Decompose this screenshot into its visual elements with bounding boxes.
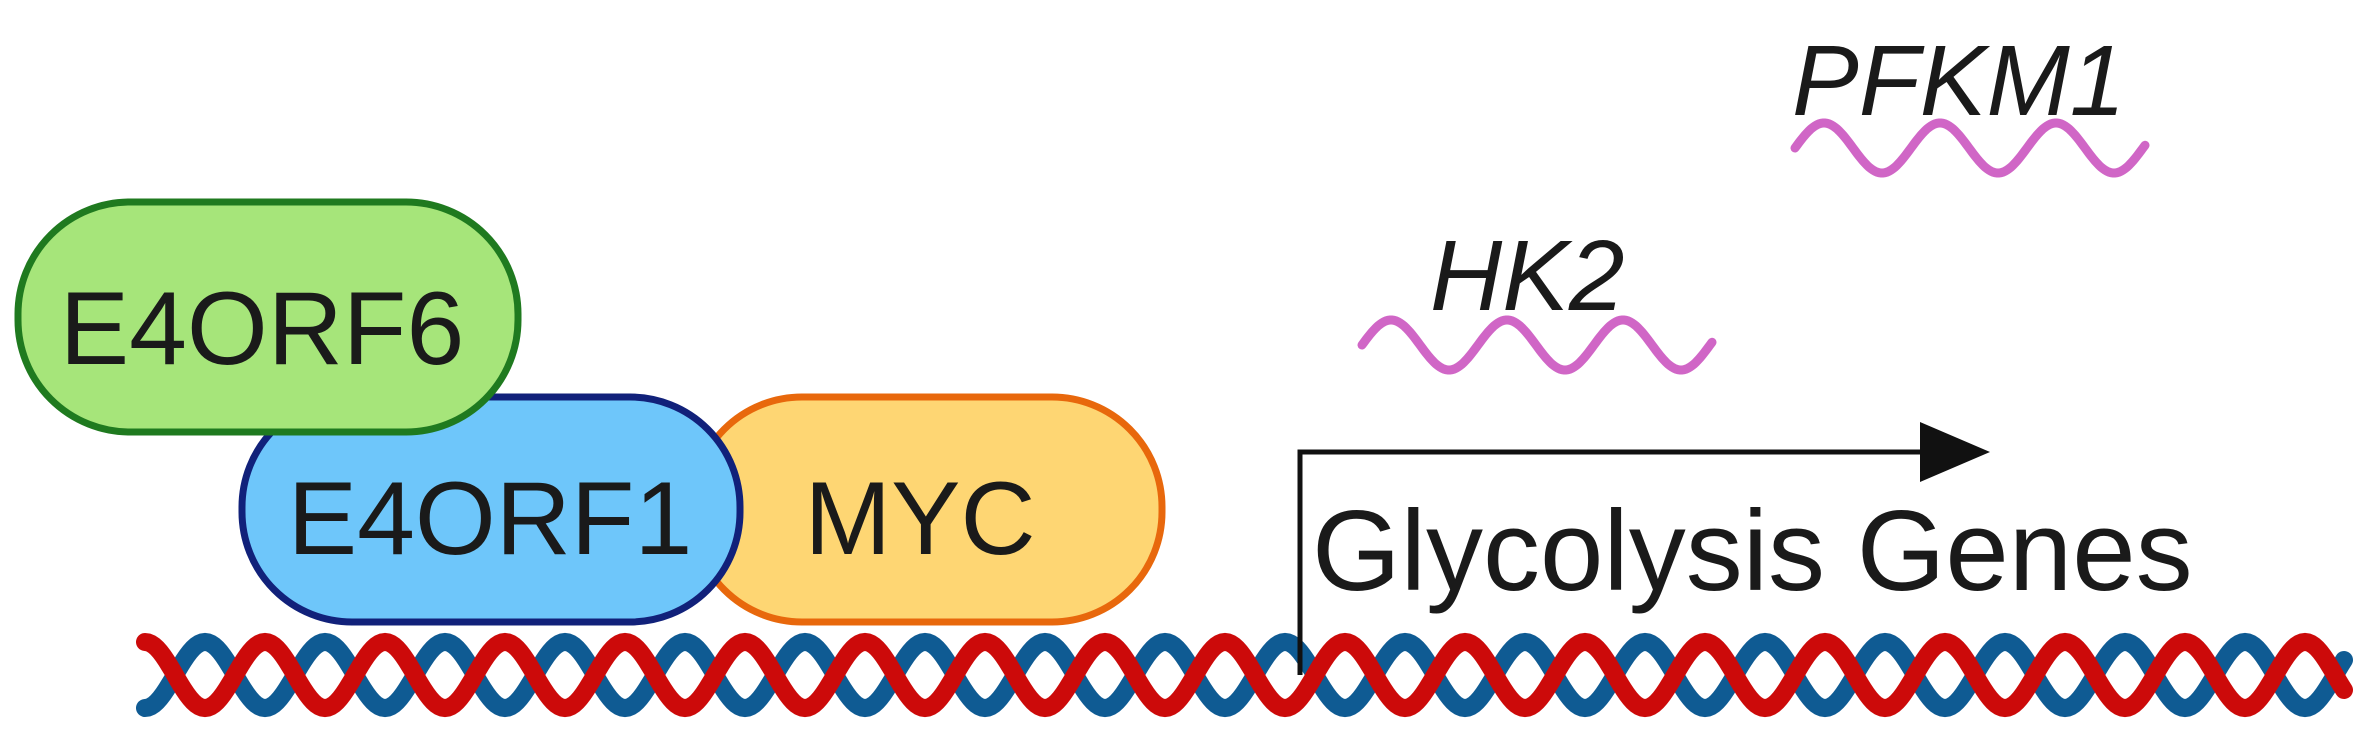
transcription-start-line — [1297, 449, 1935, 675]
e4orf6-protein: E4ORF6 — [14, 198, 522, 436]
dna-strand-red — [136, 632, 2353, 718]
myc-protein: MYC — [688, 393, 1166, 626]
e4orf6-label: E4ORF6 — [60, 271, 465, 387]
arrow-head-icon — [1920, 422, 1990, 482]
glycolysis-genes-label: Glycolysis Genes — [1312, 488, 2193, 615]
hk2-mrna-wave — [1357, 315, 1717, 375]
hk2-transcript: HK2 — [1357, 220, 1717, 375]
e4orf1-label: E4ORF1 — [288, 461, 693, 577]
pfkm1-transcript: PFKM1 — [1790, 25, 2150, 178]
transcription-start-arrow — [1297, 422, 1990, 675]
e4orf6-pill — [14, 198, 522, 436]
pfkm1-mrna-wave — [1790, 118, 2150, 178]
dna-helix — [136, 632, 2353, 718]
pfkm1-label: PFKM1 — [1792, 25, 2125, 137]
hk2-label: HK2 — [1430, 220, 1625, 332]
e4orf1-protein: E4ORF1 — [238, 393, 744, 626]
myc-label: MYC — [804, 461, 1035, 577]
